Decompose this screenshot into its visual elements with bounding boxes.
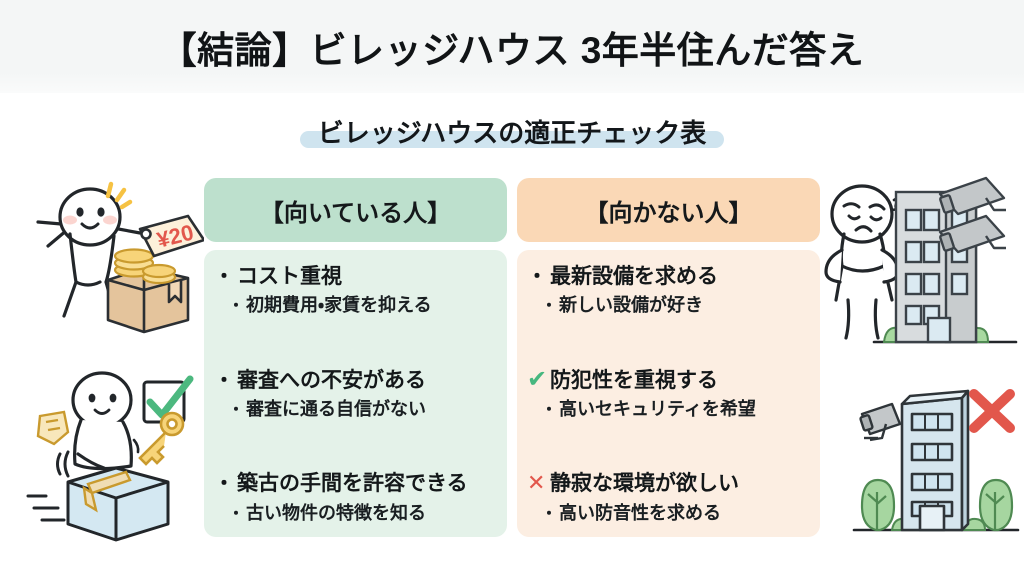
- list-item: ✔ 防犯性を重視する ・ 高いセキュリティを希望: [527, 366, 810, 424]
- bullet-icon: ・: [214, 266, 234, 288]
- entry-sub-row: ・ 古い物件の特徴を知る: [214, 502, 497, 525]
- entry-main-row: ・ 審査への不安がある: [214, 368, 497, 394]
- entry-main-row: ✔ 防犯性を重視する: [527, 365, 810, 394]
- column-body-suited: ・ コスト重視 ・ 初期費用・家賃を抑える ・ 審査への不安がある ・ 審査に通…: [204, 250, 507, 537]
- sub-bullet-icon: ・: [228, 505, 245, 523]
- illustration-person-opening-box: [16, 358, 206, 546]
- illustration-worried-person-cameras: [818, 172, 1018, 354]
- illustration-building-camera-cross: [846, 372, 1024, 544]
- entry-sub-label: 初期費用・家賃を抑える: [246, 295, 432, 316]
- list-item: ・ 築古の手間を許容できる ・ 古い物件の特徴を知る: [214, 469, 497, 527]
- entry-sub-row: ・ 高いセキュリティを希望: [527, 398, 810, 421]
- entry-sub-label: 高い防音性を求める: [559, 502, 721, 523]
- subtitle-section: ビレッジハウスの適正チェック表: [0, 108, 1024, 154]
- bullet-icon: ・: [214, 473, 234, 496]
- sub-bullet-icon: ・: [228, 401, 245, 419]
- column-header-suited: 【向いている人】: [204, 178, 507, 242]
- sub-bullet-icon: ・: [541, 505, 558, 523]
- list-item: ✕ 静寂な環境が欲しい ・ 高い防音性を求める: [527, 469, 810, 527]
- entry-main-label: コスト重視: [237, 265, 342, 288]
- entry-sub-row: ・ 初期費用・家賃を抑える: [214, 294, 497, 317]
- list-item: ・ 審査への不安がある ・ 審査に通る自信がない: [214, 366, 497, 424]
- column-body-not-suited: ・ 最新設備を求める ・ 新しい設備が好き ✔ 防犯性を重視する ・ 高いセキュ…: [517, 250, 820, 537]
- header-banner: 【結論】ビレッジハウス 3年半住んだ答え: [0, 0, 1024, 93]
- entry-main-row: ・ 最新設備を求める: [527, 264, 810, 290]
- illustration-happy-person-price-tag: ¥20: [18, 172, 204, 344]
- entry-sub-label: 審査に通る自信がない: [246, 398, 426, 419]
- entry-sub-label: 新しい設備が好き: [559, 295, 703, 316]
- bullet-icon: ・: [214, 369, 234, 392]
- check-table: 【向いている人】 ・ コスト重視 ・ 初期費用・家賃を抑える ・ 審査への不安が…: [0, 178, 1024, 548]
- entry-main-label: 審査への不安がある: [237, 368, 426, 392]
- check-icon: ✔: [527, 365, 548, 393]
- list-item: ・ コスト重視 ・ 初期費用・家賃を抑える: [214, 262, 497, 320]
- entry-sub-row: ・ 新しい設備が好き: [527, 294, 810, 317]
- entry-main-row: ・ 築古の手間を許容できる: [214, 471, 497, 497]
- subtitle-text: ビレッジハウスの適正チェック表: [317, 117, 707, 148]
- column-suited: 【向いている人】 ・ コスト重視 ・ 初期費用・家賃を抑える ・ 審査への不安が…: [204, 178, 507, 537]
- entry-main-row: ・ コスト重視: [214, 264, 497, 290]
- sub-bullet-icon: ・: [541, 401, 558, 419]
- subtitle-highlight-bar: [299, 130, 725, 148]
- entry-main-label: 静寂な環境が欲しい: [550, 472, 739, 496]
- entry-main-label: 最新設備を求める: [550, 265, 718, 288]
- entry-main-label: 築古の手間を許容できる: [237, 472, 468, 496]
- page-title: 【結論】ビレッジハウス 3年半住んだ答え: [159, 29, 865, 71]
- entry-sub-label: 高いセキュリティを希望: [559, 398, 756, 419]
- entry-sub-row: ・ 高い防音性を求める: [527, 502, 810, 525]
- cross-icon: ✕: [527, 470, 546, 496]
- list-item: ・ 最新設備を求める ・ 新しい設備が好き: [527, 262, 810, 320]
- entry-main-label: 防犯性を重視する: [550, 368, 718, 392]
- subtitle-wrapper: ビレッジハウスの適正チェック表: [299, 113, 725, 150]
- bullet-icon: ・: [527, 266, 547, 288]
- entry-main-row: ✕ 静寂な環境が欲しい: [527, 471, 810, 497]
- entry-sub-row: ・ 審査に通る自信がない: [214, 398, 497, 421]
- sub-bullet-icon: ・: [541, 298, 558, 316]
- entry-sub-label: 古い物件の特徴を知る: [246, 502, 426, 523]
- column-not-suited: 【向かない人】 ・ 最新設備を求める ・ 新しい設備が好き ✔ 防犯性を重視する: [517, 178, 820, 537]
- sub-bullet-icon: ・: [228, 298, 245, 316]
- column-header-not-suited: 【向かない人】: [517, 178, 820, 242]
